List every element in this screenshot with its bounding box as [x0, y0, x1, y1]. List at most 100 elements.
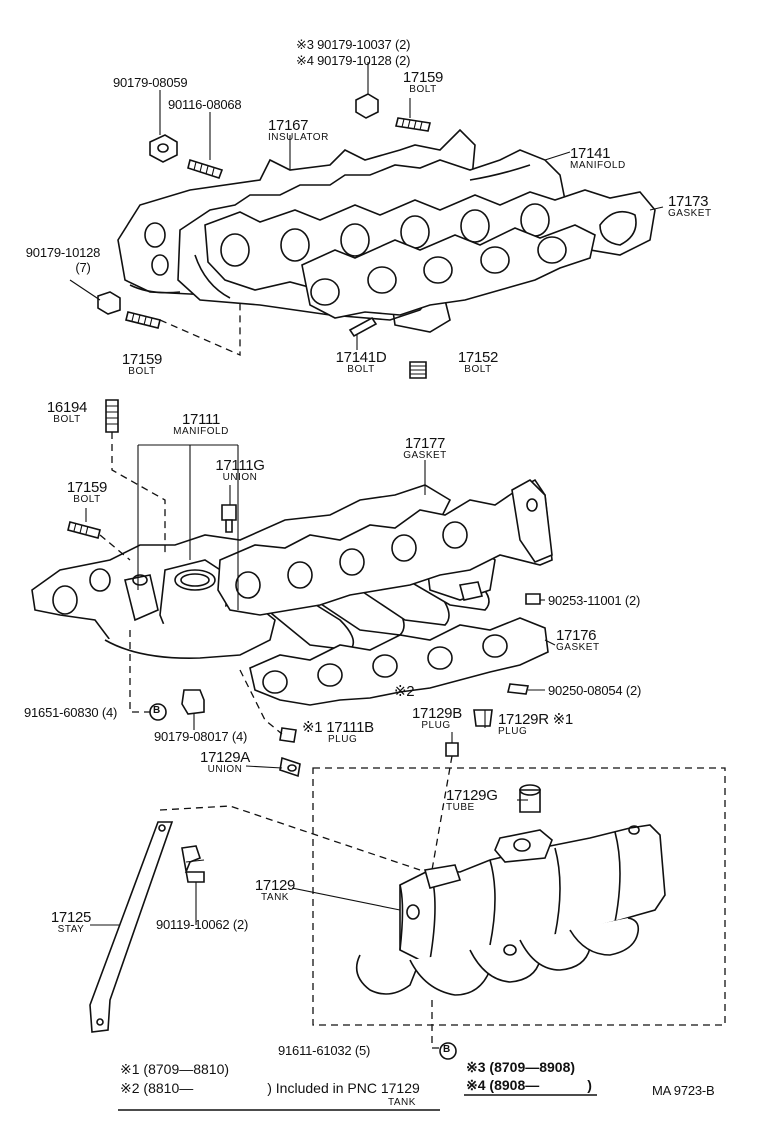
part-number: 90119-10062	[156, 917, 230, 932]
part-number: 90250-08054	[548, 683, 623, 698]
part-number: 17129R	[498, 711, 549, 728]
part-label-90179-10128: 90179-10128 (7)	[18, 246, 108, 274]
part-number: 17159	[121, 351, 163, 368]
legend-row-3: ※3 (8709―8908)	[466, 1060, 575, 1074]
part-label-90179-08017: 90179-08017 (4)	[154, 730, 247, 743]
part-label-17129R: 17129R ※1 PLUG	[498, 712, 573, 737]
part-number: 91611-61032	[278, 1043, 352, 1058]
part-name: UNION	[222, 472, 258, 483]
part-number: 17177	[404, 435, 446, 452]
part-label-17141D: 17141D BOLT	[330, 350, 392, 375]
part-number: 17173	[668, 193, 709, 210]
part-name: GASKET	[403, 450, 447, 461]
part-qty: (7)	[75, 260, 91, 275]
tank-drawing	[355, 784, 666, 996]
part-label-17159-mid: 17159 BOLT	[112, 352, 172, 377]
part-qty: (2)	[232, 917, 249, 932]
part-label-17167: 17167 INSULATOR	[268, 118, 329, 143]
part-label-17141: 17141 MANIFOLD	[570, 146, 626, 171]
part-number: 90179-10037	[317, 37, 392, 52]
legend-mark: ※2	[120, 1080, 140, 1096]
legend-mark: ※3	[466, 1059, 486, 1075]
ref-circles	[149, 703, 457, 1060]
part-name: BOLT	[409, 84, 437, 95]
legend-mark: ※4	[466, 1077, 486, 1093]
part-name: MANIFOLD	[173, 426, 229, 437]
part-label-17173: 17173 GASKET	[668, 194, 712, 219]
part-label-90250-08054: 90250-08054 (2)	[548, 684, 641, 697]
legend-mark: ※1	[120, 1061, 140, 1077]
mark-1: ※1	[302, 719, 323, 736]
mark-2-label: ※2	[394, 683, 415, 700]
stay-drawing	[89, 821, 205, 1033]
part-label-17176: 17176 GASKET	[556, 628, 600, 653]
part-label-17111: 17111 MANIFOLD	[160, 412, 242, 437]
part-name: BOLT	[464, 364, 492, 375]
legend-range: (8908―	[489, 1077, 540, 1093]
part-qty: (2)	[395, 37, 411, 52]
part-label-16194: 16194 BOLT	[40, 400, 94, 425]
part-label-17129: 17129 TANK	[248, 878, 302, 903]
part-label-90119-10062: 90119-10062 (2)	[156, 918, 248, 931]
legend-range: (8810―	[143, 1080, 194, 1096]
part-name: TUBE	[446, 802, 475, 813]
part-label-17177: 17177 GASKET	[394, 436, 456, 461]
legend-row-4: ※4 (8908―)	[466, 1078, 592, 1092]
part-number: 90179-10128	[317, 53, 392, 68]
part-name: INSULATOR	[268, 132, 329, 143]
legend-close: )	[267, 1080, 272, 1096]
top-leaders	[69, 62, 664, 356]
part-qty: (5)	[354, 1043, 371, 1058]
part-label-91611-61032: 91611-61032 (5)	[278, 1044, 370, 1057]
part-name: GASKET	[668, 208, 712, 219]
part-number: 17159	[66, 479, 108, 496]
part-label-17159-low: 17159 BOLT	[58, 480, 116, 505]
mark-3: ※3	[296, 37, 314, 52]
part-name: TANK	[261, 892, 289, 903]
part-number: 91651-60830	[24, 705, 99, 720]
legend-row-2: ※2 (8810―) Included in PNC 17129	[120, 1081, 420, 1095]
part-name: BOLT	[128, 366, 156, 377]
part-label-90253-11001: 90253-11001 (2)	[548, 594, 640, 607]
part-number: 90253-11001	[548, 593, 622, 608]
part-number: 17152	[457, 349, 499, 366]
tank-dashed-box	[312, 767, 726, 1026]
part-label-17125: 17125 STAY	[44, 910, 98, 935]
part-qty: (2)	[395, 53, 411, 68]
legend-row-2-sub: TANK	[388, 1097, 416, 1108]
legend-rules	[118, 1094, 597, 1111]
part-label-90179-10037: ※3 90179-10037 (2)	[296, 37, 411, 52]
part-name: BOLT	[347, 364, 375, 375]
part-number: 17167	[268, 117, 309, 134]
part-number: 17176	[556, 627, 597, 644]
part-label-90179-08059: 90179-08059	[113, 75, 188, 90]
gasket-lower-drawing	[301, 224, 596, 319]
part-label-17159-top: 17159 BOLT	[392, 70, 454, 95]
intake-gasket-lower-drawing	[249, 617, 549, 706]
part-label-91651-60830: 91651-60830 (4)	[24, 706, 117, 719]
part-number: 16194	[46, 399, 88, 416]
ref-b-label-upper: B	[153, 705, 161, 716]
part-qty: (4)	[101, 705, 118, 720]
legend-note: Included in PNC 17129	[275, 1080, 420, 1096]
part-name: PLUG	[328, 734, 358, 745]
part-name: PLUG	[498, 726, 528, 737]
part-label-90179-10128-alt: ※4 90179-10128 (2)	[296, 53, 411, 68]
part-number: 17141	[570, 145, 611, 162]
part-label-17111G: 17111G UNION	[208, 458, 272, 483]
part-label-17129G: 17129G TUBE	[446, 788, 498, 813]
part-name: GASKET	[556, 642, 600, 653]
part-label-17152: 17152 BOLT	[448, 350, 508, 375]
middle-hardware-drawing	[67, 399, 541, 778]
part-qty: (2)	[624, 593, 641, 608]
legend-row-1: ※1 (8709―8810)	[120, 1062, 229, 1076]
part-name: PLUG	[421, 720, 451, 731]
intake-gasket-upper-drawing	[217, 478, 553, 616]
part-number: 17111G	[215, 457, 265, 474]
middle-leaders	[85, 432, 556, 769]
top-hardware-drawing	[97, 93, 431, 379]
part-number: 17111	[182, 411, 220, 428]
part-number: 17129B	[412, 705, 462, 722]
part-number: 17129A	[200, 749, 250, 766]
